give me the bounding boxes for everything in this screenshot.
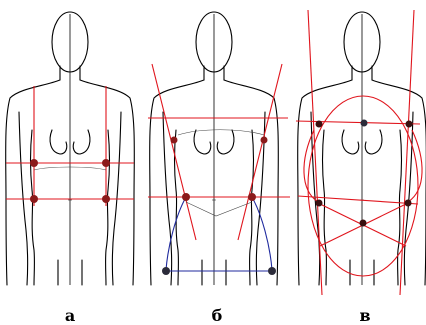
- panel-b-figure: [148, 11, 290, 286]
- waist-point-right: [404, 199, 412, 207]
- panel-c-figure: [295, 9, 426, 296]
- label-panel-a: а: [65, 306, 75, 325]
- center-cross-point: [359, 219, 367, 227]
- bust-center-point: [360, 119, 368, 127]
- waist-point-left: [315, 199, 323, 207]
- label-panel-b: б: [212, 306, 223, 325]
- hip-point-right: [102, 195, 110, 203]
- shoulder-point-left: [315, 120, 323, 128]
- shoulder-point-left: [170, 136, 178, 144]
- shoulder-point-right: [405, 120, 413, 128]
- shoulder-point-right: [260, 136, 268, 144]
- hem-point-right: [268, 267, 276, 275]
- hip-point-left: [30, 195, 38, 203]
- waist-point-left: [182, 193, 190, 201]
- bust-point-left: [30, 159, 38, 167]
- hem-point-left: [162, 267, 170, 275]
- bust-point-right: [102, 159, 110, 167]
- waist-point-right: [248, 193, 256, 201]
- panel-a-figure: [5, 11, 135, 286]
- label-panel-c: в: [359, 306, 370, 325]
